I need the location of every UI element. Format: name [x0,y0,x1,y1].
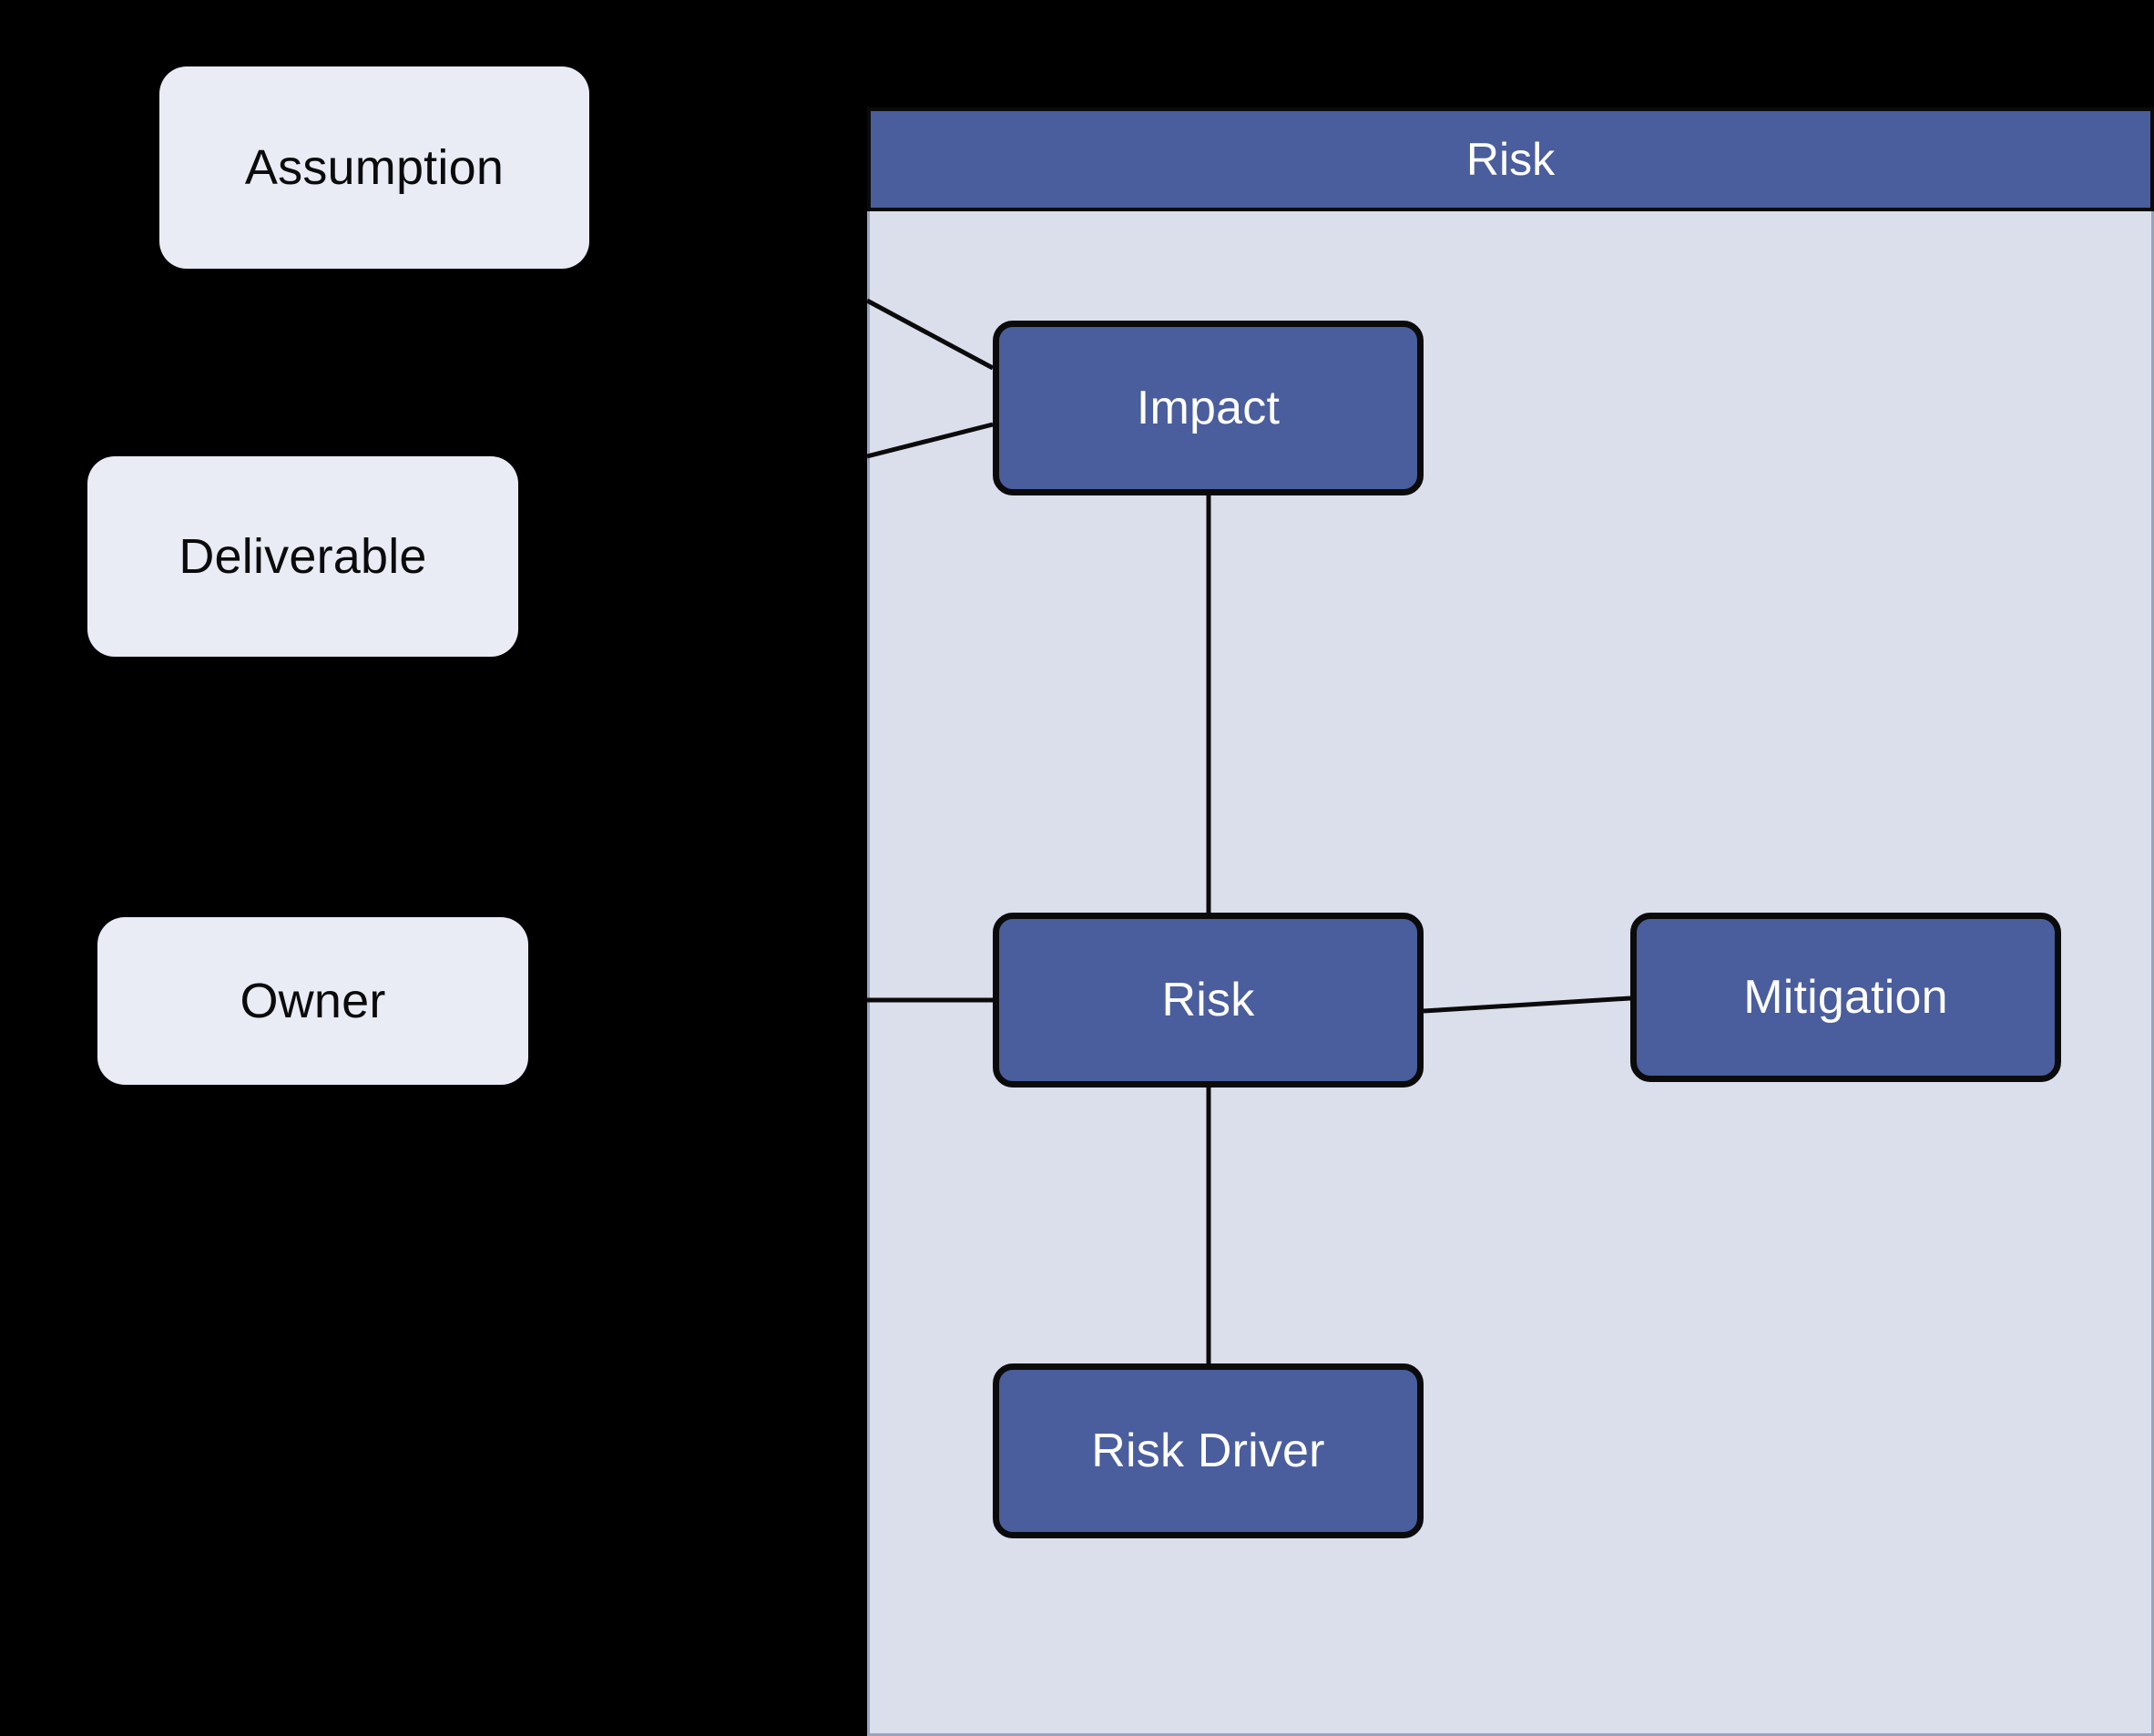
node-mitigation-label: Mitigation [1743,971,1948,1024]
legend-item-deliverable[interactable]: Deliverable [87,456,518,657]
legend-item-owner-label: Owner [240,974,386,1028]
node-risk-label: Risk [1161,974,1255,1026]
node-risk[interactable]: Risk [993,913,1424,1088]
node-risk-driver[interactable]: Risk Driver [993,1363,1424,1538]
legend-item-assumption[interactable]: Assumption [159,66,589,269]
node-impact[interactable]: Impact [993,321,1424,495]
legend-item-assumption-label: Assumption [244,140,505,195]
legend-item-owner[interactable]: Owner [97,917,528,1085]
node-mitigation[interactable]: Mitigation [1630,913,2061,1082]
risk-panel-title: Risk [1465,134,1556,185]
node-risk-driver-label: Risk Driver [1091,1425,1325,1477]
risk-panel-header[interactable]: Risk [867,107,2154,211]
node-impact-label: Impact [1136,382,1281,434]
legend-item-deliverable-label: Deliverable [179,529,427,584]
